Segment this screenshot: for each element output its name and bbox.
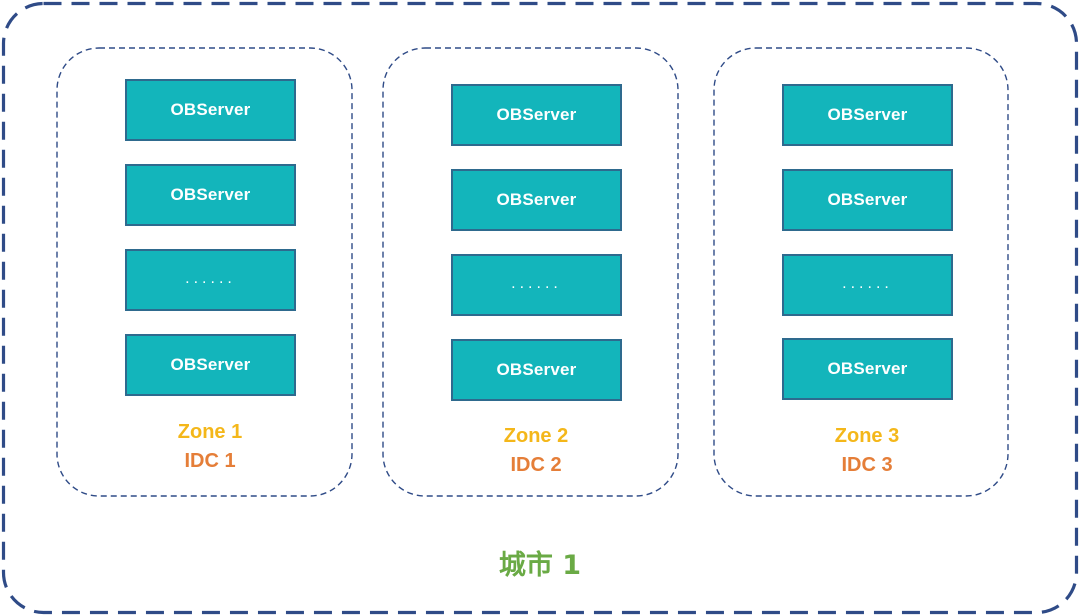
server-node: OBServer (451, 84, 622, 146)
server-node: OBServer (782, 338, 953, 400)
zone-boundary-3 (713, 47, 1009, 497)
zone-boundary-2 (382, 47, 679, 497)
server-node: OBServer (125, 79, 296, 141)
idc-name: IDC 3 (841, 454, 893, 476)
city-label: 城市 1 (498, 550, 582, 581)
server-node: OBServer (782, 169, 953, 231)
zone-boundary-1 (56, 47, 353, 497)
server-node: OBServer (451, 339, 622, 401)
zone-name: Zone 1 (177, 421, 243, 443)
server-node: OBServer (451, 169, 622, 231)
server-node: OBServer (782, 84, 953, 146)
zone-name: Zone 2 (503, 425, 569, 447)
server-node: OBServer (125, 164, 296, 226)
server-ellipsis: ...... (125, 249, 296, 311)
zone-name: Zone 3 (834, 425, 900, 447)
server-node: OBServer (125, 334, 296, 396)
server-ellipsis: ...... (782, 254, 953, 316)
idc-name: IDC 1 (184, 450, 236, 472)
server-ellipsis: ...... (451, 254, 622, 316)
idc-name: IDC 2 (510, 454, 562, 476)
